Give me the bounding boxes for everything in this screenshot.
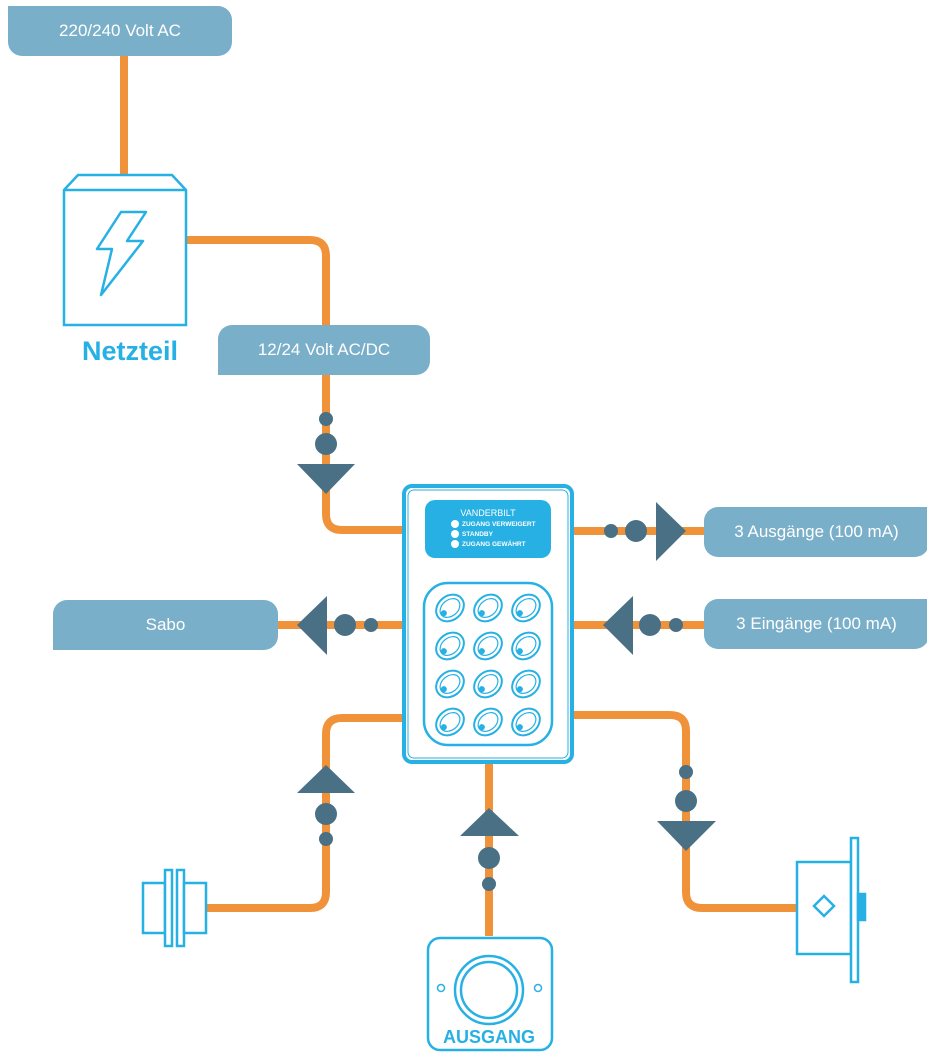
connection-dots xyxy=(315,412,697,891)
keypad-key xyxy=(473,669,503,699)
dot-outputs-small xyxy=(604,524,618,538)
exit-button-screw-left xyxy=(436,983,446,993)
arrow-right-outputs xyxy=(656,502,686,561)
keypad-key-panel xyxy=(422,581,554,747)
door-lock-icon xyxy=(795,836,867,984)
door-contact-left-bar xyxy=(163,868,174,948)
dot-supply-large xyxy=(315,433,337,455)
exit-button-device xyxy=(426,936,554,1052)
keypad-key xyxy=(435,593,465,623)
door-contact-left-block xyxy=(141,881,167,935)
door-lock-diamond xyxy=(812,894,836,918)
dot-exit-small xyxy=(482,877,496,891)
supply-output-label: 12/24 Volt AC/DC xyxy=(218,325,430,375)
door-contact-right-block xyxy=(182,881,208,935)
dot-tamper-large xyxy=(334,614,356,636)
mains-input-text: 220/240 Volt AC xyxy=(59,21,181,40)
keypad-device: VANDERBILT ZUGANG VERWEIGERT STANDBY ZUG… xyxy=(402,484,574,764)
wire-contact-to-keypad xyxy=(206,714,404,912)
keypad-key xyxy=(511,707,541,737)
dot-contact-small xyxy=(319,832,333,846)
push-button-icon xyxy=(453,954,525,1026)
keypad-inner-outline xyxy=(407,489,569,759)
led-standby xyxy=(451,530,459,538)
power-supply-device xyxy=(62,173,188,327)
led-denied-label: ZUGANG VERWEIGERT xyxy=(462,521,536,528)
keypad-key xyxy=(435,669,465,699)
dot-inputs-small xyxy=(669,618,683,632)
dot-exit-large xyxy=(478,847,500,869)
outputs-text: 3 Ausgänge (100 mA) xyxy=(734,522,899,541)
keypad-key xyxy=(473,593,503,623)
arrow-down-lock xyxy=(657,821,716,851)
keypad-key xyxy=(511,631,541,661)
led-denied xyxy=(451,520,459,528)
keypad-brand: VANDERBILT xyxy=(460,508,516,518)
dot-outputs-large xyxy=(625,520,647,542)
inputs-label: 3 Eingänge (100 mA) xyxy=(704,599,927,649)
power-supply-box xyxy=(62,173,188,327)
keypad-key xyxy=(511,593,541,623)
keypad-key xyxy=(473,631,503,661)
outputs-label: 3 Ausgänge (100 mA) xyxy=(704,507,927,557)
tamper-label: Sabo xyxy=(53,600,278,650)
power-supply-title: Netzteil xyxy=(82,336,178,366)
dot-lock-large xyxy=(675,790,697,812)
keypad-key xyxy=(473,707,503,737)
wire-supply-to-output-label xyxy=(186,236,330,325)
exit-button-plate xyxy=(426,936,554,1052)
door-lock-latch xyxy=(856,892,867,922)
arrow-left-tamper xyxy=(297,596,327,655)
exit-button-title: AUSGANG xyxy=(443,1027,535,1047)
dot-tamper-small xyxy=(364,618,378,632)
dot-contact-large xyxy=(315,803,337,825)
tamper-text: Sabo xyxy=(145,615,186,634)
supply-output-text: 12/24 Volt AC/DC xyxy=(257,340,391,359)
inputs-text: 3 Eingänge (100 mA) xyxy=(736,614,897,633)
door-contact-icon xyxy=(141,868,208,948)
keypad-key xyxy=(511,669,541,699)
lightning-icon xyxy=(95,210,148,297)
keypad-key xyxy=(435,707,465,737)
door-lock-body xyxy=(795,860,853,956)
keypad-keys xyxy=(435,593,541,737)
led-standby-label: STANDBY xyxy=(462,531,494,538)
led-granted xyxy=(451,540,459,548)
dot-lock-small xyxy=(679,765,693,779)
dot-supply-small xyxy=(319,412,333,426)
push-button-inner xyxy=(459,960,519,1020)
arrow-down-supply xyxy=(297,464,355,494)
exit-button-screw-right xyxy=(533,983,543,993)
wire-supply-to-keypad xyxy=(322,375,404,534)
direction-arrows xyxy=(297,464,716,851)
mains-input-label: 220/240 Volt AC xyxy=(8,6,232,56)
keypad-key xyxy=(435,631,465,661)
arrow-left-inputs xyxy=(603,596,633,655)
led-granted-label: ZUGANG GEWÄHRT xyxy=(462,540,526,548)
dot-inputs-large xyxy=(639,614,661,636)
arrow-up-exit xyxy=(460,808,519,836)
arrow-up-contact xyxy=(297,765,355,793)
